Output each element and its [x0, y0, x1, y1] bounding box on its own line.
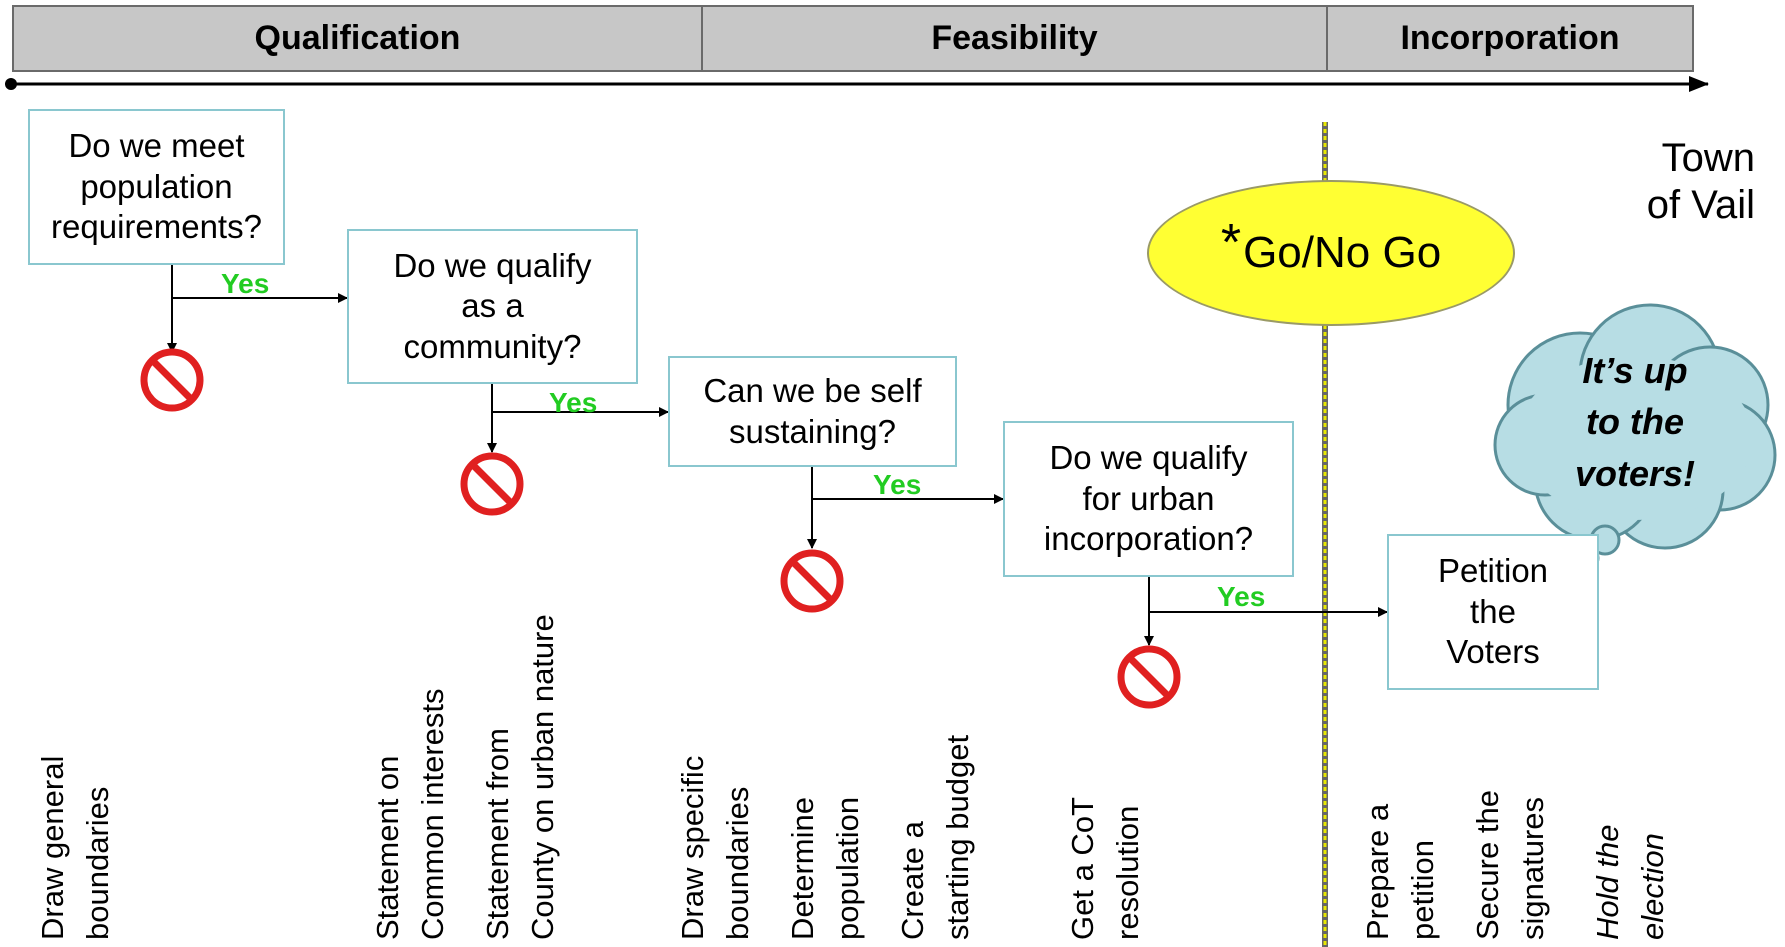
go-no-go-ellipse: *Go/No Go: [1147, 180, 1515, 326]
phase-feasibility: Feasibility: [703, 7, 1328, 70]
step-draw-specific-boundaries: Draw specific boundaries: [675, 755, 755, 940]
timeline: [5, 76, 1709, 92]
question-population: Do we meet population requirements?: [28, 109, 285, 265]
step-statement-common-interests: Statement on Common interests: [370, 688, 450, 940]
prohibited-icon: [1117, 645, 1181, 709]
step-create-budget: Create a starting budget: [895, 734, 975, 940]
step-secure-signatures: Secure the signatures: [1470, 790, 1550, 940]
phase-incorporation: Incorporation: [1400, 19, 1620, 57]
prohibited-icon: [780, 549, 844, 613]
step-hold-election: Hold the election: [1590, 824, 1670, 940]
petition-voters-box: Petition the Voters: [1387, 534, 1599, 690]
go-no-go-label: Go/No Go: [1243, 228, 1442, 277]
yes-label: Yes: [221, 268, 270, 299]
phase-qualification: Qualification: [14, 7, 703, 70]
question-community: Do we qualify as a community?: [347, 229, 638, 384]
phase-bar: Qualification Feasibility Incorporation: [12, 5, 1694, 72]
yes-label: Yes: [873, 469, 922, 500]
yes-label: Yes: [549, 387, 598, 418]
step-cot-resolution: Get a CoT resolution: [1065, 797, 1145, 940]
yes-label: Yes: [1217, 581, 1266, 612]
question-urban-incorporation: Do we qualify for urban incorporation?: [1003, 421, 1294, 577]
question-self-sustaining: Can we be self sustaining?: [668, 356, 957, 467]
step-prepare-petition: Prepare a petition: [1360, 803, 1440, 940]
step-draw-general-boundaries: Draw general boundaries: [35, 755, 115, 940]
town-label: Town of Vail: [1646, 136, 1755, 228]
asterisk: *: [1220, 214, 1242, 272]
step-determine-population: Determine population: [785, 796, 865, 940]
prohibited-icon: [140, 348, 204, 412]
prohibited-icon: [460, 452, 524, 516]
cloud-text: It’s up to the voters!: [1574, 350, 1696, 494]
step-statement-county: Statement from County on urban nature: [480, 614, 560, 940]
